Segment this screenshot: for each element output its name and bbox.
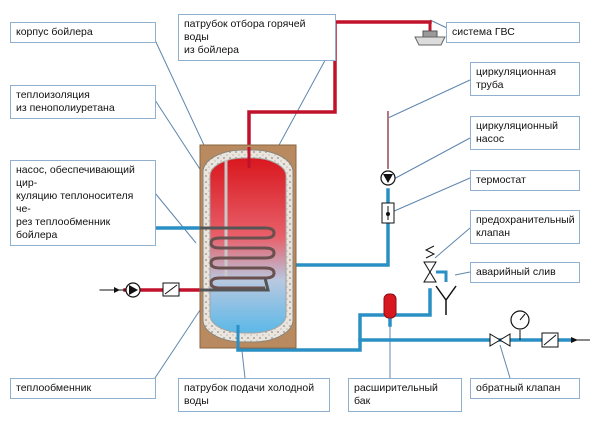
pump-icon bbox=[125, 282, 141, 298]
label-pump-boiler: насос, обеспечивающий цир- куляцию тепло… bbox=[10, 160, 156, 246]
expansion-tank-icon bbox=[383, 293, 397, 319]
label-dhw-system: система ГВС bbox=[446, 22, 580, 43]
label-boiler-body: корпус бойлера bbox=[10, 22, 156, 43]
inflow-arrowhead bbox=[114, 287, 120, 293]
thermostat-icon bbox=[381, 202, 395, 224]
heat-exchanger-coil bbox=[200, 226, 276, 292]
drain-icon bbox=[435, 270, 457, 315]
label-cold-inlet: патрубок подачи холодной воды bbox=[178, 378, 330, 412]
pump-icon bbox=[380, 170, 396, 186]
label-insulation: теплоизоляция из пенополиуретана bbox=[10, 85, 156, 119]
pressure-gauge-icon bbox=[510, 310, 530, 340]
label-expansion-tank: расширительный бак bbox=[348, 378, 462, 412]
faucet-icon bbox=[414, 30, 446, 46]
label-emergency-drain: аварийный слив bbox=[470, 262, 580, 283]
filter-icon bbox=[162, 282, 180, 297]
label-thermostat: термостат bbox=[470, 170, 580, 191]
check-valve-icon bbox=[541, 332, 559, 348]
shutoff-valve-icon bbox=[489, 333, 511, 347]
safety-valve-icon bbox=[423, 245, 437, 283]
label-check-valve: обратный клапан bbox=[470, 378, 580, 399]
label-circ-pipe: циркуляционная труба bbox=[470, 62, 580, 96]
label-circ-pump: циркуляционный насос bbox=[470, 116, 580, 150]
leader-lines bbox=[154, 19, 511, 379]
label-safety-valve: предохранительный клапан bbox=[470, 210, 580, 244]
label-hot-outlet: патрубок отбора горячей воды из бойлера bbox=[178, 14, 336, 61]
label-heat-exchanger: теплообменник bbox=[10, 378, 156, 399]
